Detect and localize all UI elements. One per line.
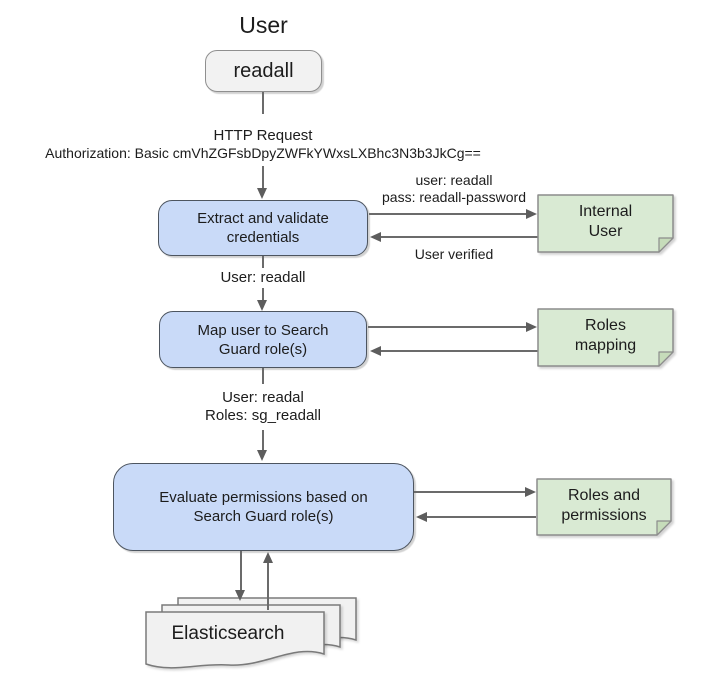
- connector-store-to-extract-line: [381, 236, 538, 238]
- auth-header-label: Authorization: Basic cmVhZGFsbDpyZWFkYWx…: [45, 145, 481, 161]
- edge-label-user-roles: User: readal Roles: sg_readall: [205, 389, 321, 424]
- connector-evaluate-to-store-line: [414, 491, 525, 493]
- user-title: User: [239, 12, 288, 38]
- elasticsearch-label: Elasticsearch: [171, 623, 285, 644]
- process-box-extract-credentials: Extract and validate credentials: [158, 200, 368, 256]
- connector-request-line: [262, 166, 264, 189]
- actor-box-readall: readall: [205, 50, 322, 92]
- http-request-label: HTTP Request: [213, 127, 313, 144]
- connector-extract-to-store-line: [369, 213, 526, 215]
- process-box-map-roles: Map user to Search Guard role(s): [159, 311, 367, 368]
- connector-es-to-evaluate-line: [267, 563, 269, 610]
- note-label: Internal User: [578, 203, 633, 240]
- note-shape-icon: [537, 194, 674, 253]
- note-shape-icon: [536, 478, 672, 536]
- elasticsearch-doc-front: Elasticsearch: [145, 611, 325, 674]
- connector-store-to-evaluate-line: [427, 516, 536, 518]
- connector-line: [262, 368, 264, 384]
- edge-label-user-verified: User verified: [414, 246, 494, 262]
- arrowhead-left-icon: [370, 346, 381, 356]
- arrowhead-down-icon: [257, 450, 267, 461]
- connector-store-to-map-line: [381, 350, 538, 352]
- arrowhead-right-icon: [525, 487, 536, 497]
- note-label: Roles and permissions: [561, 486, 647, 524]
- arrowhead-down-icon: [257, 188, 267, 199]
- arrowhead-right-icon: [526, 209, 537, 219]
- actor-label: readall: [233, 59, 294, 82]
- arrowhead-left-icon: [416, 512, 427, 522]
- arrowhead-left-icon: [370, 232, 381, 242]
- arrowhead-right-icon: [526, 322, 537, 332]
- process-label: Map user to Search Guard role(s): [197, 321, 329, 358]
- arrowhead-down-icon: [257, 300, 267, 311]
- edge-label-credentials: user: readall pass: readall-password: [382, 172, 526, 205]
- note-label: Roles mapping: [574, 317, 637, 354]
- connector-line: [262, 430, 264, 450]
- connector-line: [262, 256, 264, 268]
- note-roles-permissions: Roles and permissions: [536, 478, 672, 536]
- process-label: Evaluate permissions based on Search Gua…: [159, 489, 368, 525]
- arrowhead-down-icon: [235, 590, 245, 601]
- connector-evaluate-to-es-line: [240, 551, 242, 591]
- connector-actor-line: [262, 92, 264, 114]
- note-roles-mapping: Roles mapping: [537, 308, 674, 367]
- note-internal-user: Internal User: [537, 194, 674, 253]
- arrowhead-up-icon: [263, 552, 273, 563]
- connector-line: [262, 288, 264, 300]
- note-shape-icon: [537, 308, 674, 367]
- edge-label-user-readall: User: readall: [220, 269, 306, 286]
- connector-map-to-store-line: [368, 326, 526, 328]
- process-box-evaluate-permissions: Evaluate permissions based on Search Gua…: [113, 463, 414, 551]
- process-label: Extract and validate credentials: [197, 210, 329, 246]
